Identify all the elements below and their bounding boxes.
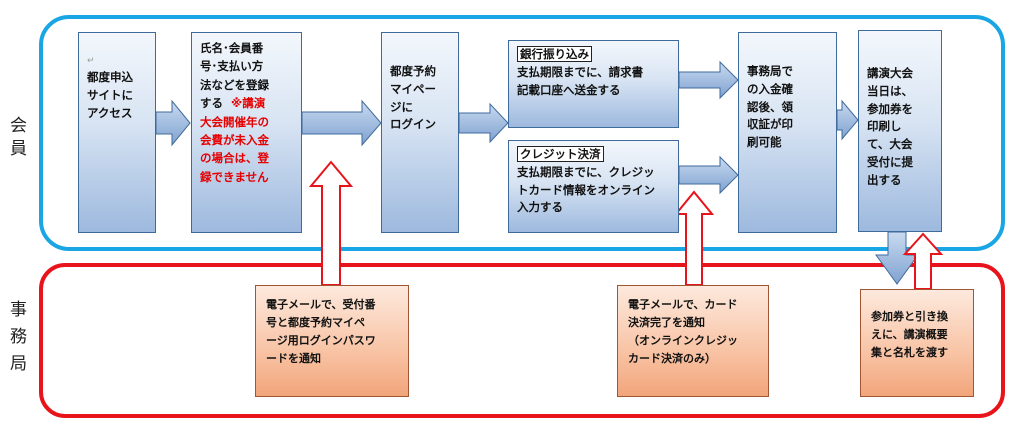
arrow-card-s5 [678,155,739,195]
arrow-bank-s5 [678,60,739,100]
step-site-access: ↵ 都度申込 サイトに アクセス [78,32,156,233]
step-receipt-print: 事務局で の入金確 認後、領 収証が印 刷可能 [738,32,837,233]
member-lane [39,15,1005,251]
arrow-notice3-up [902,232,944,290]
notice-ticket-exchange: 参加券と引き換 えに、講演概要 集と名札を渡す [860,289,974,397]
step-mypage-login: 都度予約 マイペー ジに ログイン [381,32,459,233]
arrow-s1-s2 [155,99,191,147]
step-bank-transfer: 銀行振り込み 支払期限までに、請求書 記載口座へ送金する [508,40,679,128]
arrow-notice1-up [308,160,354,286]
office-lane-label: 事 務 局 [10,300,27,375]
arrow-notice2-up [673,190,715,286]
credit-card-tag: クレジット決済 [517,146,604,162]
notice-card-email: 電子メールで、カード 決済完了を通知 （オンラインクレジッ カード決済のみ） [617,285,769,397]
arrow-s6-down [875,231,919,285]
step-register-info: 氏名･会員番 号･支払い方 法などを登録 する ※講演 大会開催年の 会費が未入… [191,32,302,233]
arrow-s5-s6 [836,99,859,141]
office-lane [39,263,1005,418]
arrow-s2-s3 [301,99,382,147]
bank-transfer-tag: 銀行振り込み [517,46,592,62]
step-credit-card: クレジット決済 支払期限までに、クレジッ トカード情報をオンライン 入力する [508,140,679,233]
step-event-day: 講演大会 当日は、 参加券を 印刷し て、大会 受付に提 出する [858,30,942,232]
notice-login-email: 電子メールで、受付番 号と都度予約マイペ ージ用ログインパスワ ードを通知 [255,285,409,397]
member-lane-label: 会 員 [10,116,27,159]
arrow-s3-branch [458,102,509,144]
